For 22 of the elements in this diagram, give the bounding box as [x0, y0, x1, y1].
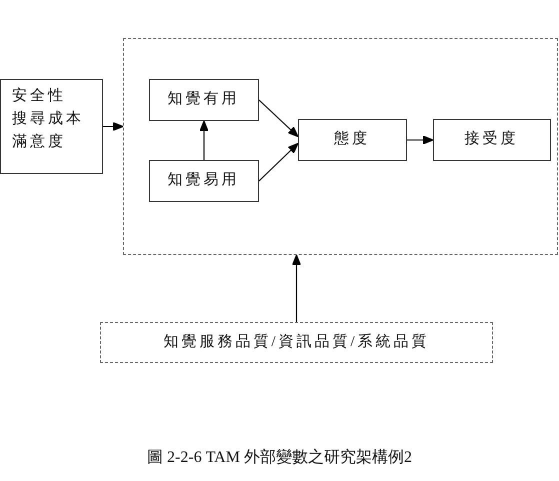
- arrow: [292, 254, 302, 322]
- variable-name: 搜尋成本: [12, 110, 84, 129]
- dashed-box: [100, 322, 493, 363]
- construct-box: [298, 118, 407, 161]
- arrow: [258, 100, 299, 138]
- caption: 圖 2-2-6 TAM 外部變數之研究架構例2: [147, 448, 412, 468]
- construct-box: [148, 160, 259, 202]
- variable-name: 安全性: [12, 86, 66, 106]
- variable-box: [0, 79, 103, 174]
- variable-name: 知覺易用: [168, 170, 240, 190]
- variable-name: 知覺有用: [168, 90, 240, 110]
- variable-name: 知覺服務品質/資訊品質/系統品質: [163, 332, 430, 352]
- variable-name: 滿意度: [12, 132, 66, 152]
- arrow: [199, 120, 209, 160]
- arrow: [258, 142, 299, 182]
- dashed-frame: [123, 38, 558, 255]
- variable-name: 態度: [334, 129, 370, 150]
- construct-box: [432, 118, 551, 161]
- construct-box: [148, 78, 259, 121]
- variable-name: 接受度: [464, 129, 519, 150]
- arrow: [407, 135, 434, 145]
- arrow: [103, 122, 124, 132]
